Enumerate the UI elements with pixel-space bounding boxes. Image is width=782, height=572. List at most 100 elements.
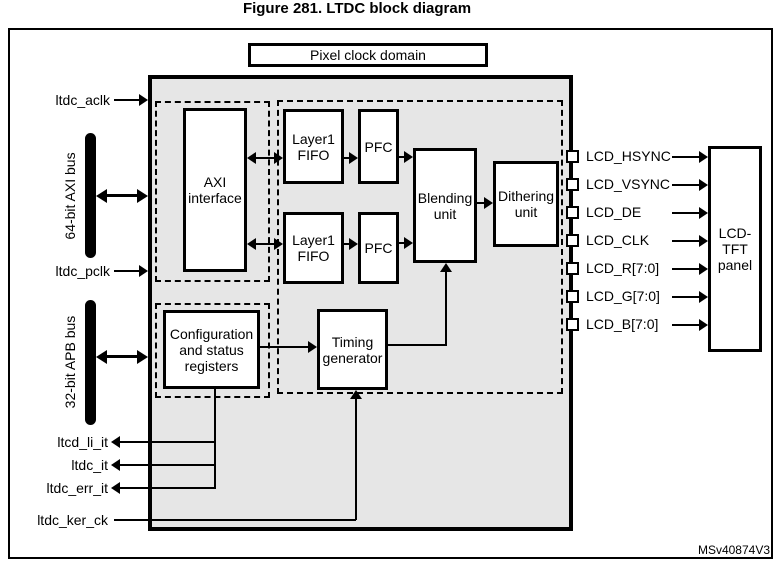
lcd-hsync-label: LCD_HSYNC (586, 148, 671, 164)
layer1-fifo-top-label: Layer1 FIFO (292, 130, 335, 163)
lcd-tft-panel-label: LCD- TFT panel (717, 225, 753, 273)
apb-bus-bar (85, 300, 96, 425)
lcd-b-label: LCD_B[7:0] (586, 316, 659, 332)
pixel-clock-domain-label-box: Pixel clock domain (248, 43, 488, 67)
io-pad-lcd-g (566, 290, 579, 303)
interrupt-trunk-vline (214, 389, 216, 489)
pfc-blending-bottom-arrowhead (404, 237, 413, 249)
lcd-clk-arrowhead (699, 235, 708, 247)
axi-interface-label: AXI interface (188, 174, 242, 206)
lcd-hsync-line (672, 156, 699, 158)
dithering-unit-label: Dithering unit (497, 188, 555, 220)
lcd-r-label: LCD_R[7:0] (586, 260, 660, 276)
ltcd-li-it-label: ltcd_li_it (57, 434, 108, 450)
ltcd-li-it-arrowhead (111, 436, 120, 448)
pfc-top-block: PFC (358, 109, 399, 184)
ltdc-ker-ck-hline (114, 519, 356, 521)
pfc-blending-top-arrowhead (404, 151, 413, 163)
axi-bus-arrowhead-right (137, 189, 148, 203)
apb-bus-arrowhead-left (96, 350, 107, 364)
lcd-g-label: LCD_G[7:0] (586, 288, 660, 304)
axi-bus-bar (85, 133, 96, 258)
ltdc-err-it-label: ltdc_err_it (46, 480, 108, 496)
io-pad-lcd-de (566, 206, 579, 219)
blending-unit-label: Blending unit (417, 189, 473, 222)
dithering-unit-block: Dithering unit (493, 161, 559, 247)
timing-blending-arrowhead (440, 263, 452, 272)
pfc-blending-bottom-line (399, 242, 404, 244)
blending-dithering-line (477, 202, 484, 204)
ltdc-it-line (120, 464, 216, 466)
ltdc-pclk-arrowhead (139, 265, 148, 277)
lcd-tft-panel-block: LCD- TFT panel (708, 146, 762, 352)
lcd-vsync-label: LCD_VSYNC (586, 176, 671, 192)
axi-fifo-top-arrowhead-right (274, 152, 283, 164)
axi-clock-domain-dashed-box (155, 101, 270, 282)
axi-bus-line (106, 194, 137, 197)
config-status-registers-block: Configuration and status registers (163, 310, 260, 389)
apb-bus-arrowhead-right (137, 350, 148, 364)
config-timing-line (260, 346, 308, 348)
fifo-pfc-bottom-arrowhead (349, 238, 358, 250)
lcd-g-arrowhead (699, 291, 708, 303)
figure-watermark: MSv40874V3 (697, 543, 770, 557)
apb-bus-label: 32-bit APB bus (62, 315, 78, 409)
lcd-clk-label: LCD_CLK (586, 232, 650, 248)
io-pad-lcd-b (566, 318, 579, 331)
timing-blending-vline (445, 270, 447, 346)
axi-fifo-top-line (256, 157, 274, 159)
axi-interface-block: AXI interface (183, 108, 247, 272)
ltdc-ker-ck-label: ltdc_ker_ck (37, 512, 108, 528)
lcd-r-arrowhead (699, 263, 708, 275)
lcd-vsync-line (672, 184, 699, 186)
pfc-blending-top-line (399, 156, 404, 158)
pfc-bottom-label: PFC (364, 240, 393, 256)
layer1-fifo-top-block: Layer1 FIFO (283, 109, 344, 184)
axi-bus-arrowhead-left (96, 189, 107, 203)
ltdc-aclk-line (114, 99, 139, 101)
ltdc-ker-ck-arrowhead (350, 390, 362, 399)
config-status-registers-label: Configuration and status registers (169, 325, 254, 374)
timing-blending-hline (388, 344, 447, 346)
lcd-de-label: LCD_DE (586, 204, 642, 220)
lcd-b-arrowhead (699, 319, 708, 331)
figure-frame (8, 28, 773, 559)
io-pad-lcd-vsync (566, 178, 579, 191)
io-pad-lcd-clk (566, 234, 579, 247)
axi-fifo-bottom-line (256, 243, 274, 245)
config-timing-arrowhead (308, 341, 317, 353)
axi-fifo-top-arrowhead-left (247, 152, 256, 164)
layer1-fifo-bottom-block: Layer1 FIFO (283, 212, 344, 284)
blending-dithering-arrowhead (484, 197, 493, 209)
lcd-de-arrowhead (699, 207, 708, 219)
ltdc-it-label: ltdc_it (71, 457, 108, 473)
pfc-bottom-block: PFC (358, 212, 399, 284)
lcd-g-line (672, 296, 699, 298)
axi-fifo-bottom-arrowhead-right (274, 238, 283, 250)
lcd-de-line (672, 212, 699, 214)
axi-bus-label: 64-bit AXI bus (62, 152, 78, 240)
io-pad-lcd-hsync (566, 150, 579, 163)
timing-generator-block: Timing generator (317, 309, 388, 390)
lcd-hsync-arrowhead (699, 151, 708, 163)
lcd-vsync-arrowhead (699, 179, 708, 191)
ltdc-aclk-arrowhead (139, 94, 148, 106)
fifo-pfc-top-line (344, 157, 349, 159)
lcd-clk-line (672, 240, 699, 242)
lcd-r-line (672, 268, 699, 270)
ltdc-pclk-line (114, 270, 139, 272)
axi-fifo-bottom-arrowhead-left (247, 238, 256, 250)
figure-title: Figure 281. LTDC block diagram (242, 0, 472, 17)
blending-unit-block: Blending unit (413, 148, 477, 263)
io-pad-lcd-r (566, 262, 579, 275)
lcd-b-line (672, 324, 699, 326)
timing-generator-label: Timing generator (322, 333, 383, 366)
ltdc-it-arrowhead (111, 459, 120, 471)
pfc-top-label: PFC (364, 138, 393, 155)
ltdc-err-it-line (120, 487, 216, 489)
fifo-pfc-top-arrowhead (349, 152, 358, 164)
apb-bus-line (106, 355, 137, 358)
layer1-fifo-bottom-label: Layer1 FIFO (292, 232, 335, 264)
apb-clock-domain-dashed-box (155, 303, 270, 398)
